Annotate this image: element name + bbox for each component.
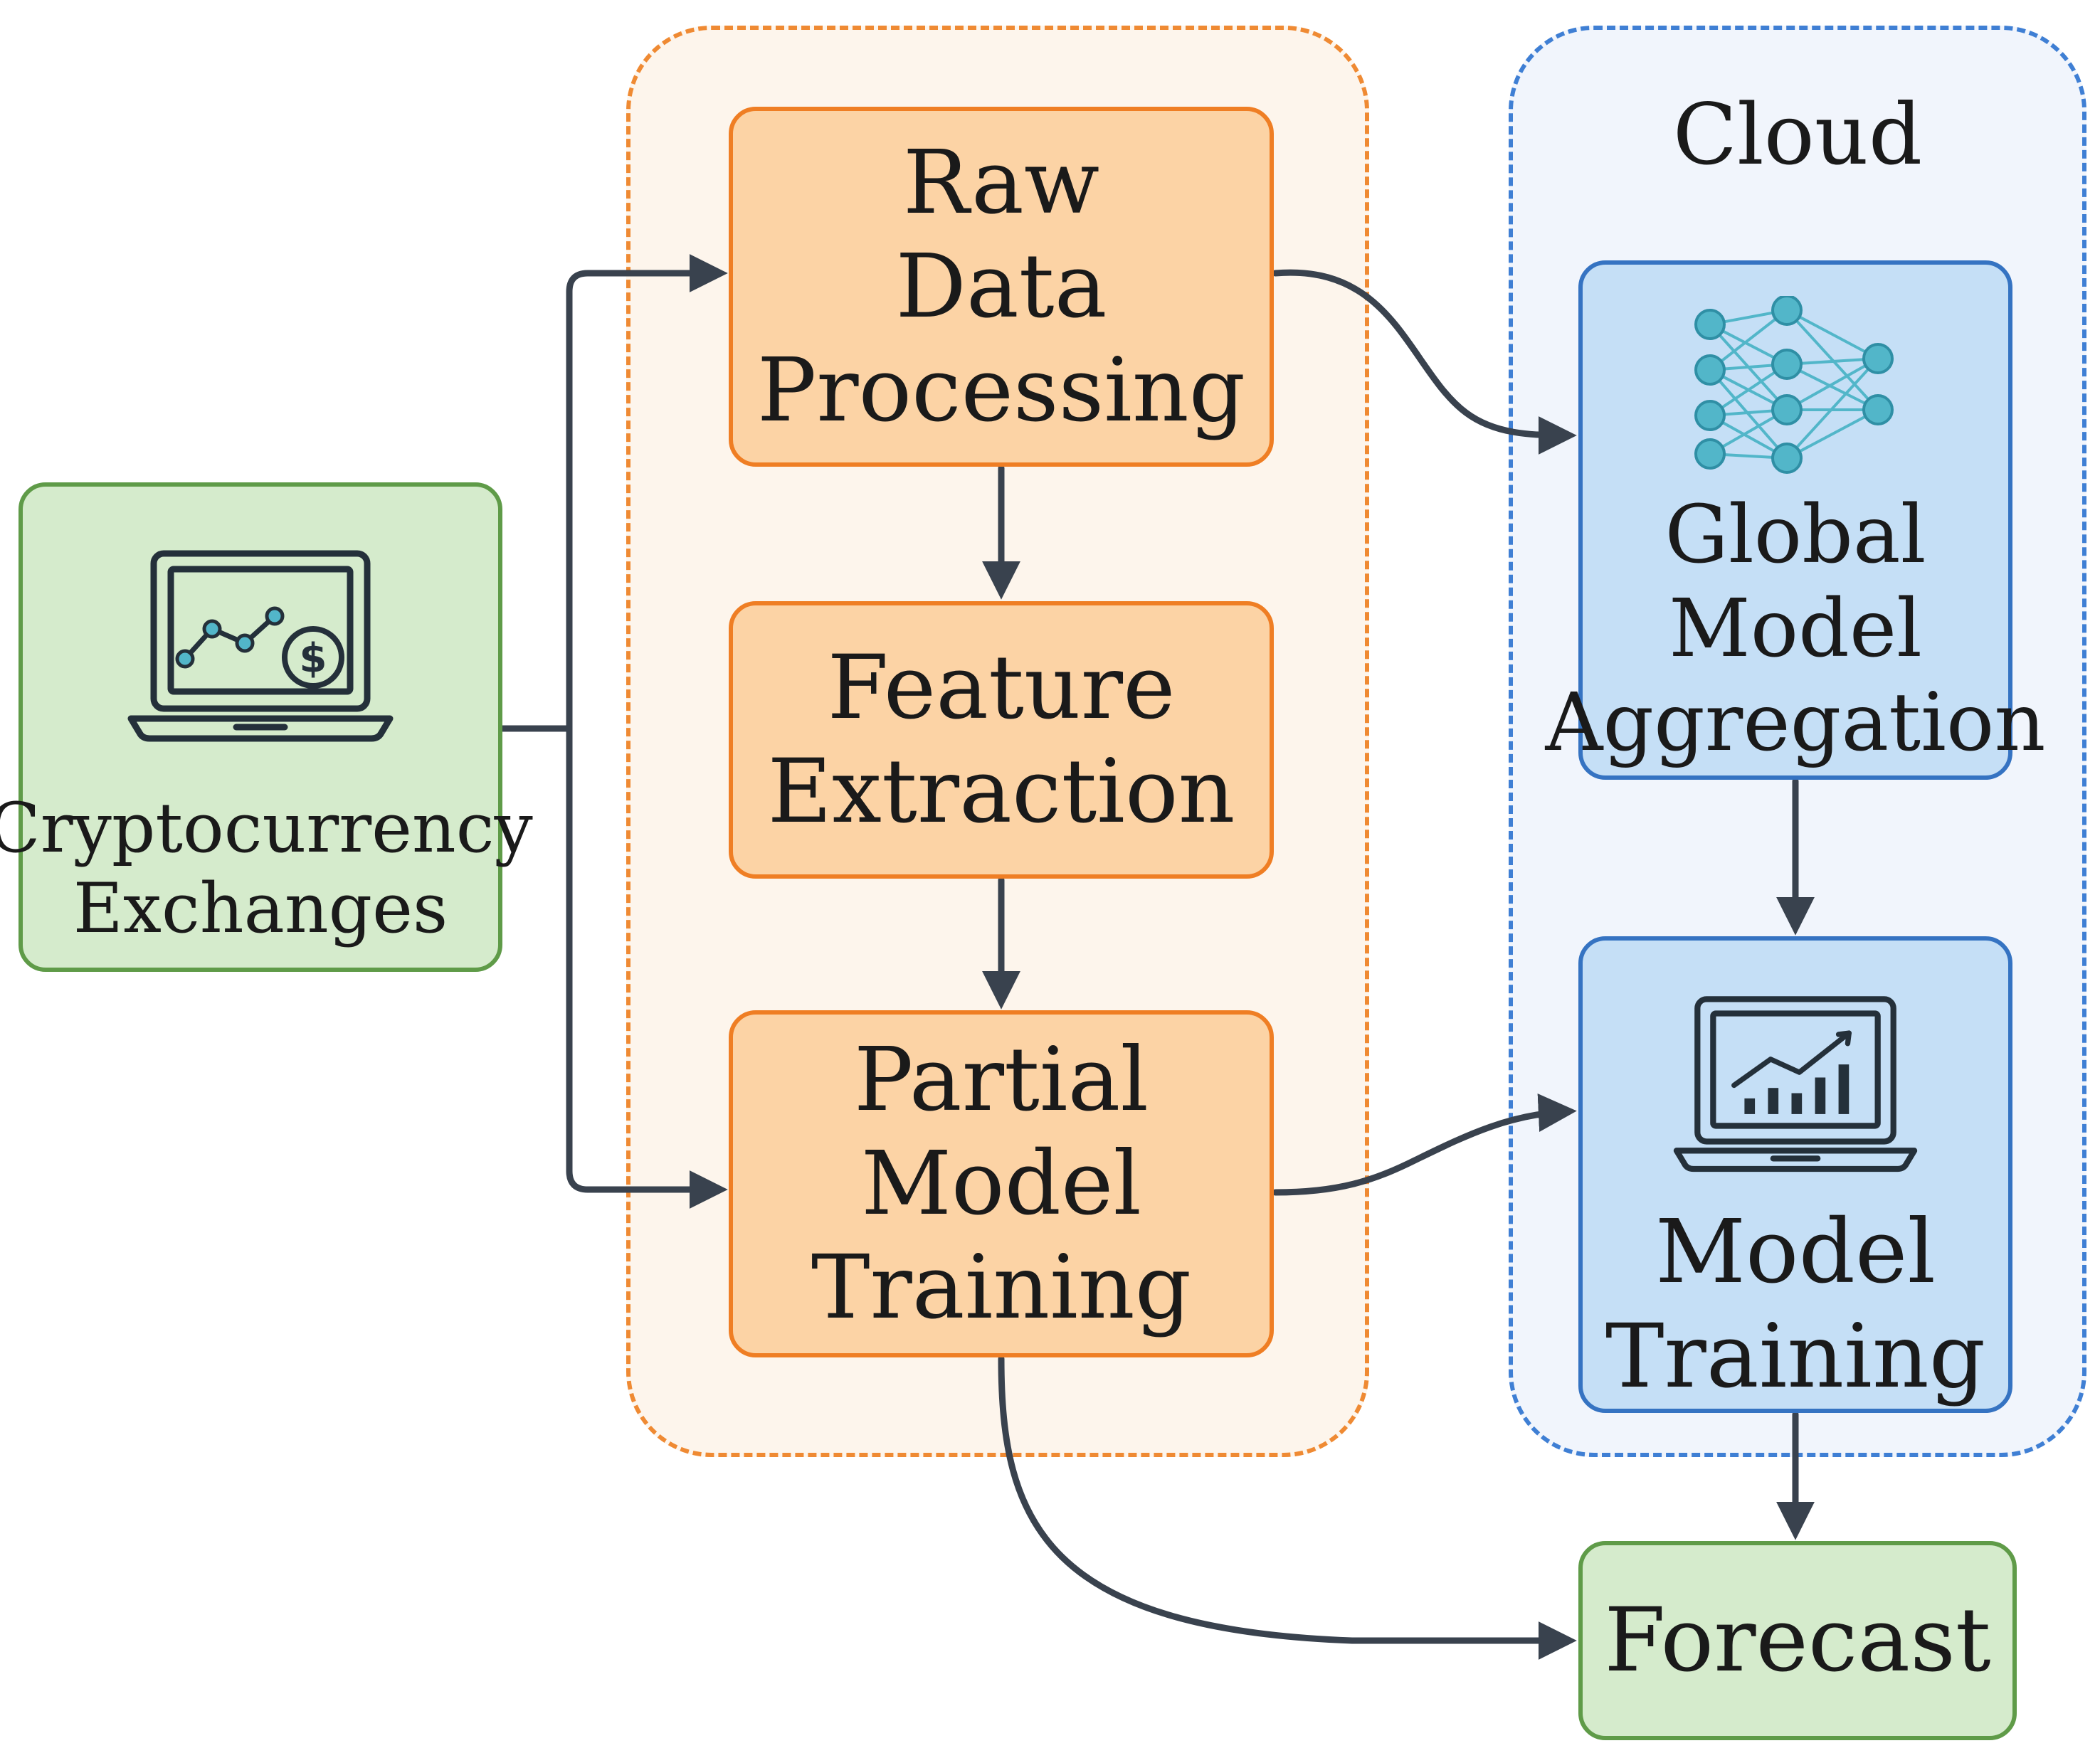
edge-exchanges-to-raw — [566, 254, 728, 732]
node-global-label: Global Model Aggregation — [1545, 489, 2046, 770]
edge-partial-to-forecast — [998, 1355, 1577, 1660]
laptop-bar-chart-icon — [1673, 996, 1918, 1172]
node-exchanges-label: Cryptocurrency Exchanges — [0, 788, 533, 949]
node-partial-label: Partial Model Training — [811, 1028, 1192, 1340]
edge-partial-to-model-training — [1272, 1094, 1577, 1196]
node-forecast: Forecast — [1578, 1541, 2017, 1740]
laptop-chart-dollar-icon: $ — [127, 550, 394, 742]
node-model-training: Model Training — [1578, 936, 2012, 1413]
node-forecast-label: Forecast — [1604, 1589, 1991, 1692]
edge-raw-to-global — [1272, 269, 1577, 455]
edge-exchanges-to-partial — [566, 725, 728, 1209]
node-global-model-aggregation: Global Model Aggregation — [1546, 260, 2045, 780]
node-feature-label: Feature Extraction — [767, 636, 1235, 843]
node-raw-data-processing: Raw Data Processing — [729, 107, 1274, 467]
node-cryptocurrency-exchanges: $ Cryptocurrency Exchanges — [0, 482, 533, 972]
node-feature-extraction: Feature Extraction — [729, 601, 1274, 879]
neural-network-icon — [1694, 296, 1894, 474]
node-raw-label: Raw Data Processing — [756, 131, 1246, 443]
svg-text:$: $ — [300, 635, 327, 682]
node-partial-model-training: Partial Model Training — [729, 1010, 1274, 1357]
cloud-title: Cloud — [1672, 85, 1923, 184]
node-model-training-label: Model Training — [1605, 1201, 1986, 1408]
